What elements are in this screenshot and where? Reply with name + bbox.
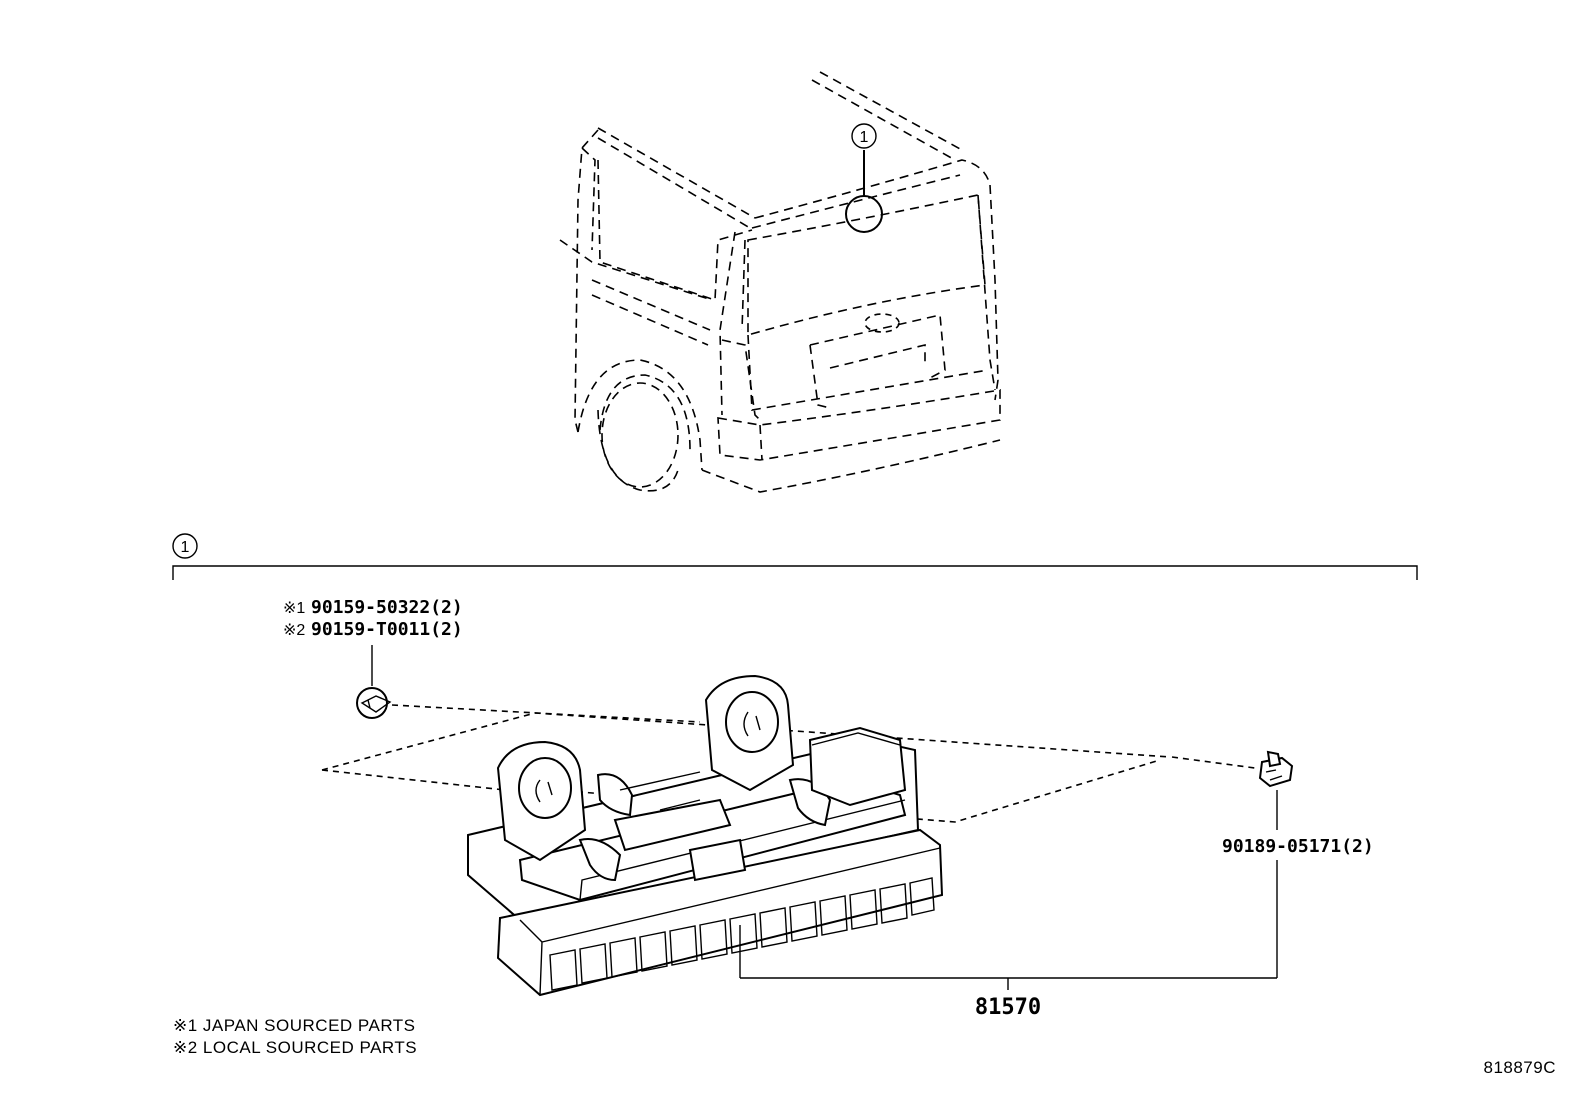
clip-part-2-mark: ※2 — [283, 622, 305, 639]
clip-part-2-number: 90159-T0011(2) — [311, 619, 463, 640]
note-japan-sourced: ※1 JAPAN SOURCED PARTS — [173, 1016, 416, 1035]
vehicle-callout-number: 1 — [860, 129, 869, 146]
lamp-location-marker — [845, 195, 883, 233]
group-bracket: 1 — [172, 533, 1418, 580]
note-local-sourced: ※2 LOCAL SOURCED PARTS — [173, 1038, 417, 1057]
clip-part-labels: ※1 90159-50322(2) ※2 90159-T0011(2) — [283, 597, 463, 686]
lamp-assembly-part-number: 81570 — [975, 995, 1041, 1020]
lamp-lens-segments — [549, 877, 935, 991]
clip-part-icon — [356, 687, 392, 719]
clip-part-1-number: 90159-50322(2) — [311, 597, 463, 618]
vehicle-callout-circle — [851, 123, 877, 149]
screw-part-number: 90189-05171(2) — [1222, 836, 1374, 857]
stop-lamp-assembly-illustration — [467, 674, 944, 997]
group-callout-number: 1 — [181, 539, 190, 556]
clip-part-1-mark: ※1 — [283, 600, 305, 617]
group-callout-circle — [172, 533, 198, 559]
lamp-assembly-label-group: 81570 — [739, 925, 1277, 1020]
diagram-id: 818879C — [1483, 1058, 1556, 1077]
screw-part-icon — [1258, 750, 1294, 830]
vehicle-illustration: 1 — [559, 71, 1001, 493]
